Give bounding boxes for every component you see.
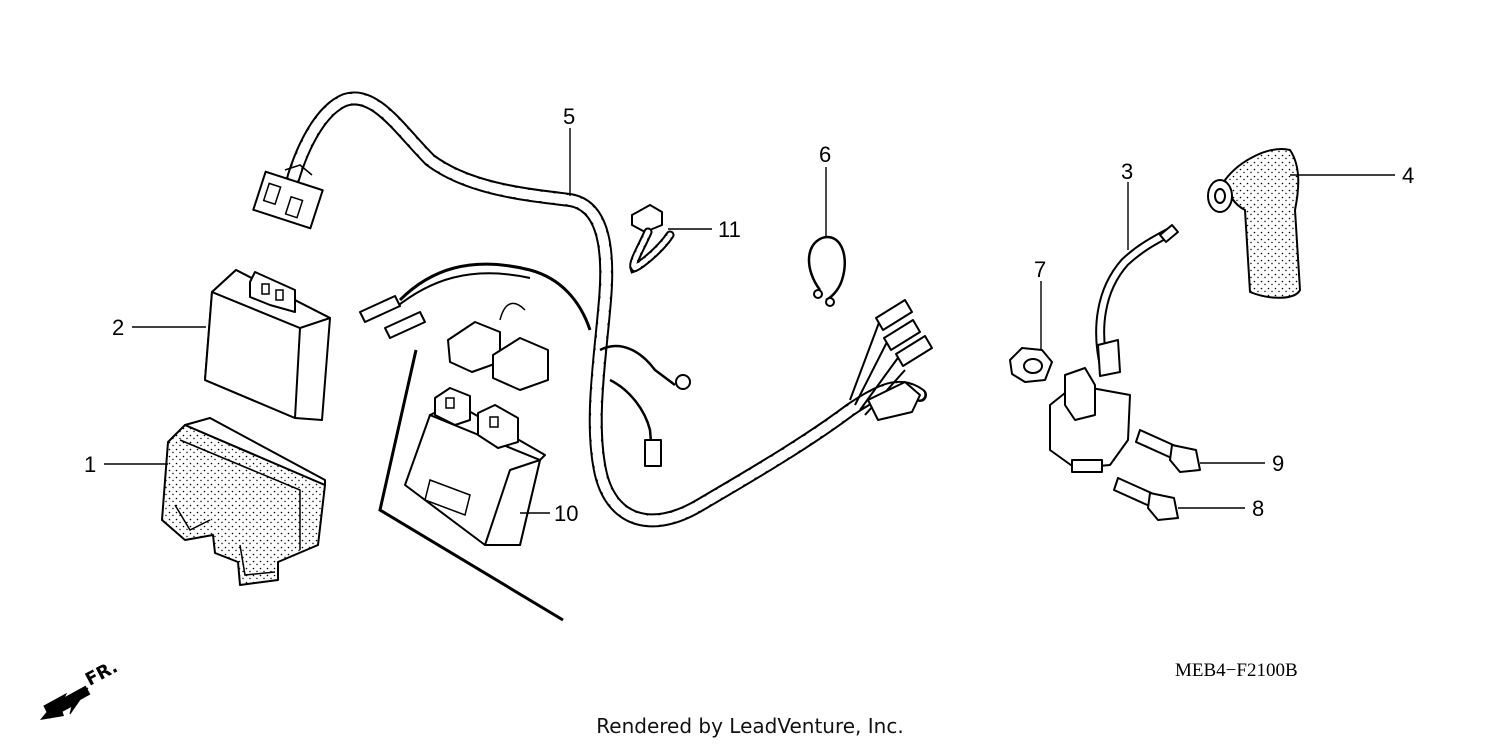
callout-5: 5	[563, 104, 575, 129]
part-clip-6	[807, 235, 847, 307]
footer-credit: Rendered by LeadVenture, Inc.	[596, 714, 904, 738]
part-bolt-9	[1135, 429, 1201, 473]
part-plug-cap-4	[1207, 148, 1301, 299]
callout-7: 7	[1034, 257, 1046, 282]
front-direction-arrow-icon	[40, 685, 91, 720]
part-harness-5	[252, 91, 933, 528]
callout-1: 1	[84, 452, 96, 477]
callout-4: 4	[1402, 163, 1414, 188]
part-cdi-10	[404, 387, 546, 546]
part-holder-1	[161, 417, 326, 586]
callout-11: 11	[718, 217, 741, 242]
bracket-line	[378, 349, 564, 622]
part-coil-3	[1049, 224, 1179, 473]
callout-2: 2	[112, 315, 124, 340]
part-bolt-8	[1113, 477, 1179, 521]
leader-lines	[104, 128, 1395, 514]
callout-3: 3	[1121, 159, 1133, 184]
part-module-2	[204, 269, 331, 421]
callout-8: 8	[1252, 496, 1264, 521]
callout-6: 6	[819, 142, 831, 167]
callout-10: 10	[554, 501, 578, 526]
diagram-code: MEB4−F2100B	[1175, 660, 1298, 681]
callout-9: 9	[1272, 451, 1284, 476]
part-nut-7	[1009, 347, 1053, 383]
part-band-11	[629, 204, 675, 274]
